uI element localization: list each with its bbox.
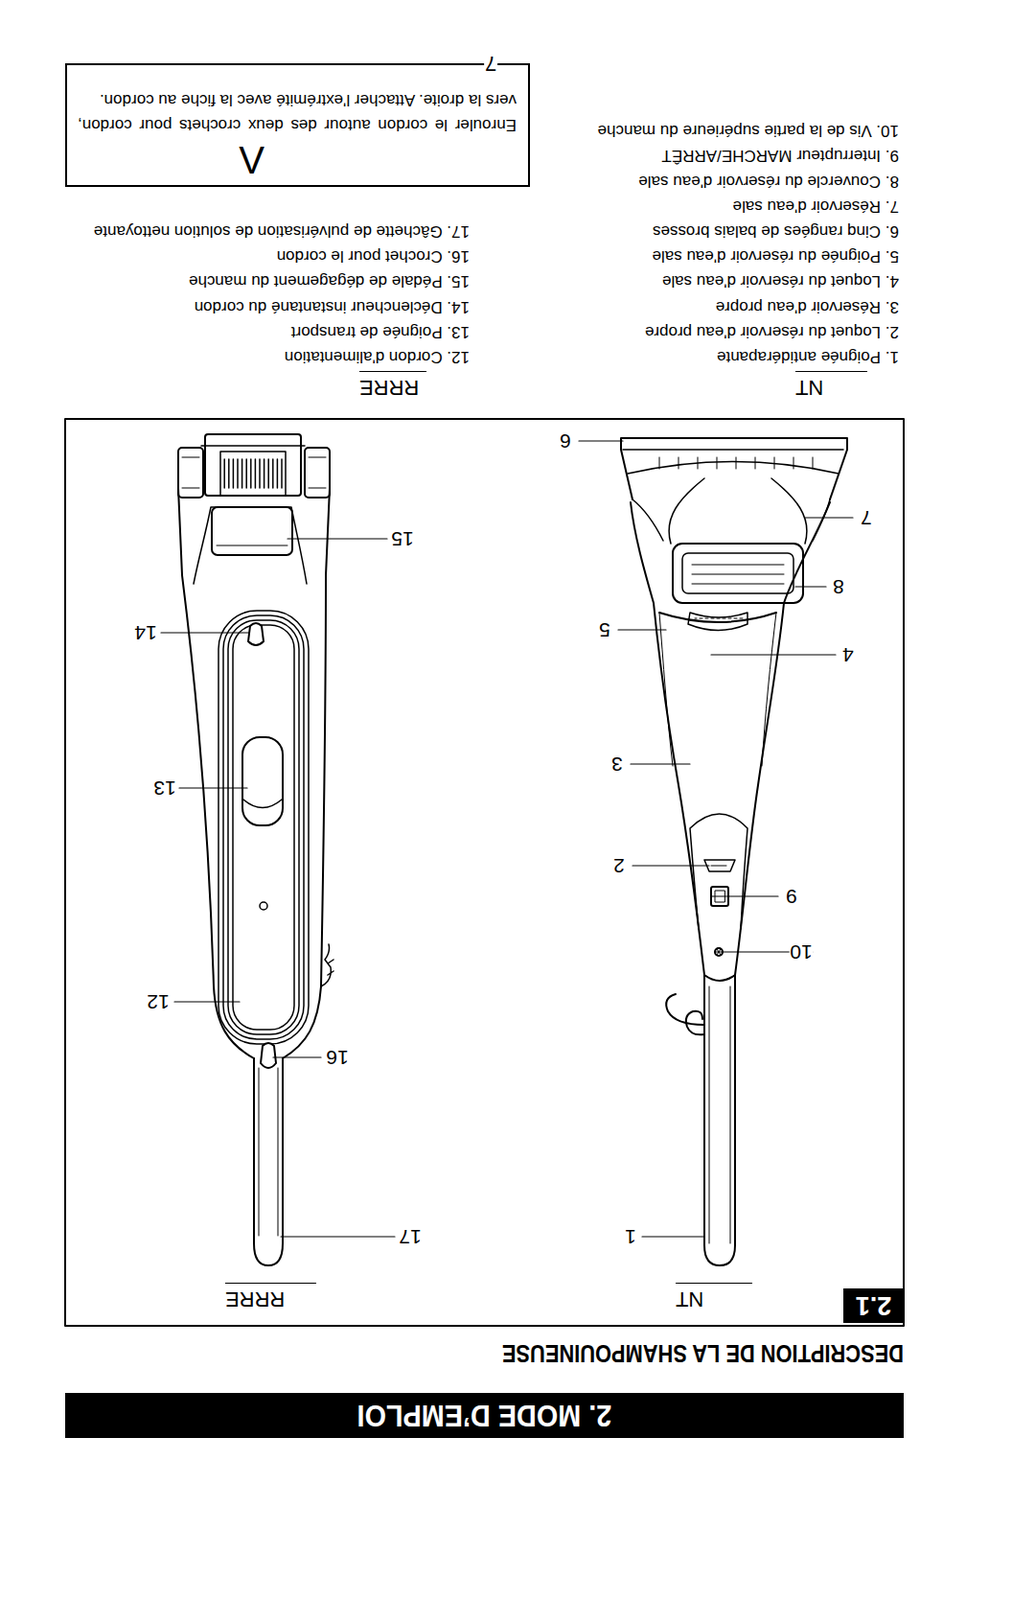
callout-number: 10: [788, 942, 813, 963]
legend-item: 2. Loquet du réservoir d'eau propre: [473, 320, 899, 345]
rib: [258, 459, 261, 488]
callout-number: 1: [623, 1226, 638, 1247]
rib: [236, 459, 239, 488]
callout-number: 13: [152, 778, 177, 799]
brush-stroke: [678, 457, 680, 469]
section-number-box: 2.1: [843, 1288, 904, 1323]
legend-item: 17. Gâchette de pulvérisation de solutio…: [90, 219, 470, 244]
brush-stroke: [774, 457, 776, 469]
legend-item: 16. Crochet pour le cordon: [90, 244, 470, 269]
legend-item: 15. Pédale de dégagement du manche: [90, 269, 470, 294]
section-heading: DESCRIPTION DE LA SHAMPOUINEUSE: [502, 1337, 904, 1368]
node-text: Λ: [238, 138, 265, 182]
legend-item: 13. Poignée de transport: [90, 320, 470, 345]
legend-item: 10. Vis de la partie supérieure du manch…: [473, 118, 899, 143]
callout-number: 5: [598, 620, 612, 641]
callout-number: 6: [558, 431, 573, 452]
rib: [245, 459, 248, 488]
brush-stroke: [659, 457, 661, 469]
callout-number: 7: [483, 52, 498, 74]
view-heading: RRRE: [359, 370, 427, 399]
rib: [232, 459, 235, 488]
rib: [267, 459, 270, 488]
cord-loop: [228, 620, 299, 1035]
brush-stroke: [812, 457, 814, 469]
brush-stroke: [755, 457, 757, 469]
leader-lines: [161, 440, 853, 1237]
rib: [272, 459, 275, 488]
view-heading: NT: [795, 370, 868, 399]
legend-item: 7. Réservoir d'eau sale: [473, 194, 899, 219]
node-text: 2.1: [855, 1290, 893, 1321]
legend-item: 1. Poignée antidérapante: [473, 345, 899, 369]
callout-number: 3: [610, 754, 624, 775]
rib: [223, 459, 226, 488]
legend-item: 6. Cinq rangées de balais brosses: [473, 219, 899, 244]
cord-loop: [218, 610, 309, 1044]
callout-number: 16: [324, 1047, 349, 1068]
frame-box: [65, 418, 904, 1326]
callout-number: 15: [390, 529, 414, 550]
title-bar: 2. MODE D’EMPLOI: [65, 1392, 904, 1438]
legend-item: 12. Cordon d'alimentation: [90, 345, 470, 369]
brush-stroke: [793, 457, 795, 469]
callout-number: 12: [145, 991, 170, 1012]
front-view: [621, 437, 848, 1265]
rib: [241, 459, 244, 488]
view-heading: NT: [675, 1282, 753, 1311]
rib: [263, 459, 266, 488]
cord-loop: [223, 615, 304, 1039]
callout-number: 17: [397, 1226, 422, 1247]
rib: [276, 459, 279, 488]
legend-item: 5. Poignée du réservoir d'eau sale: [473, 244, 899, 269]
brush-stroke: [716, 457, 718, 469]
note-box: ΛEnrouler le cordon autour des deux croc…: [65, 63, 530, 187]
node-body: Enrouler le cordon autour des deux croch…: [77, 87, 517, 138]
rib: [254, 459, 257, 488]
rib: [228, 459, 230, 488]
callout-number: 14: [133, 622, 158, 644]
legend-item: 3. Réservoir d'eau propre: [473, 295, 899, 320]
legend-item: 4. Loquet du réservoir d'eau sale: [473, 269, 899, 294]
legend-item: 8. Couvercle du réservoir d'eau sale: [473, 169, 899, 194]
rib: [250, 459, 253, 488]
callout-number: 9: [784, 886, 799, 907]
node-text: 2. MODE D’EMPLOI: [357, 1397, 613, 1433]
legend-item: 14. Déclencheur instantané du cordon: [90, 295, 470, 320]
view-heading: RRRE: [225, 1282, 317, 1311]
legend-item: 9. Interrupteur MARCHE/ARRÊT: [473, 143, 899, 168]
rib: [280, 459, 283, 488]
brush-stroke: [697, 457, 699, 469]
back-view: [178, 434, 334, 1265]
callout-number: 2: [612, 855, 626, 876]
callout-number: 8: [831, 576, 846, 598]
callout-number: 4: [841, 644, 855, 666]
brush-stroke: [736, 457, 737, 469]
callout-number: 7: [859, 507, 874, 529]
cord-loop: [232, 624, 295, 1030]
